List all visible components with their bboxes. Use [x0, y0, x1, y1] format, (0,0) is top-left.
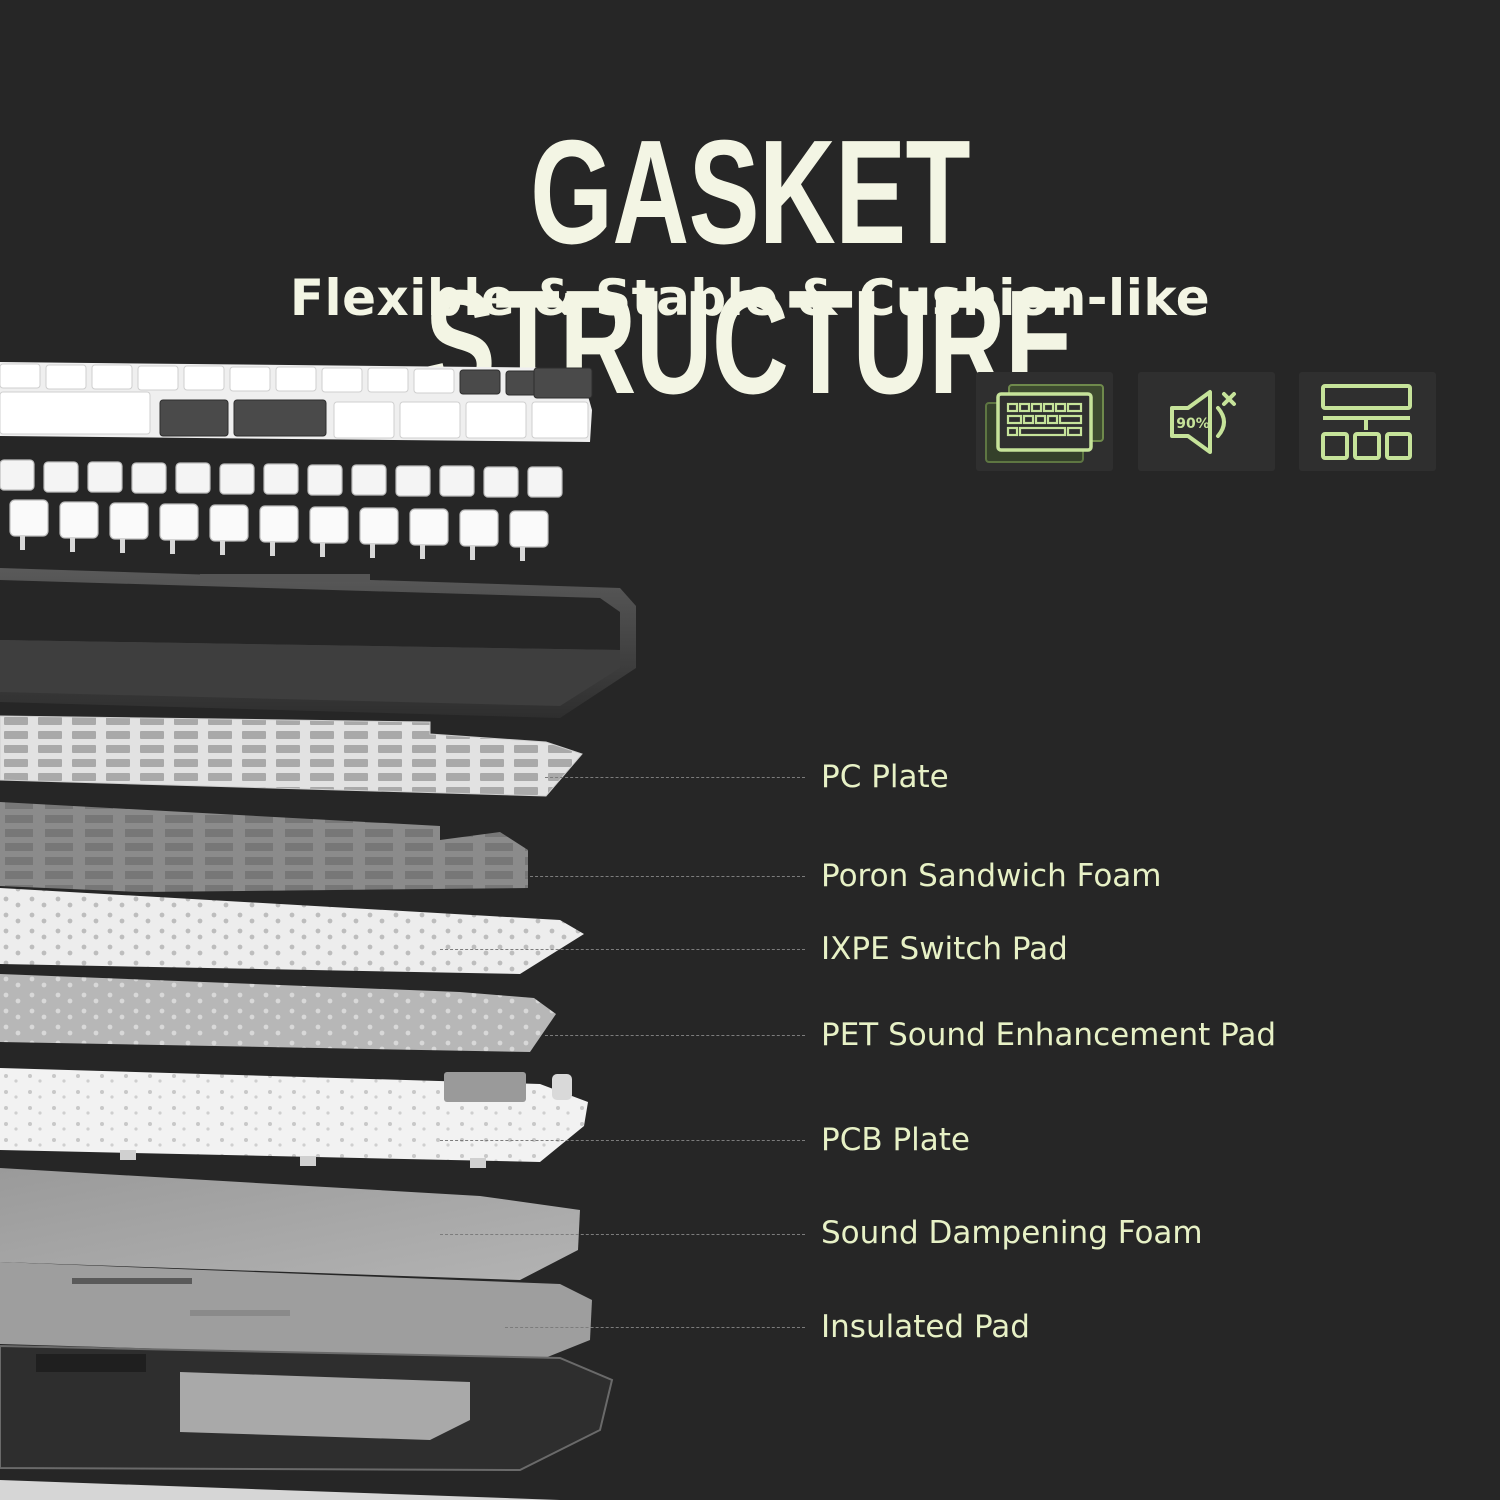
leader-line-pc-plate — [545, 777, 805, 778]
leader-line-pcb-plate — [440, 1140, 805, 1141]
layer-label-ixpe-pad: IXPE Switch Pad — [821, 931, 1068, 967]
speaker-percent-text: 90% — [1176, 416, 1210, 432]
pet-pad-layer — [0, 974, 556, 1052]
layer-structure-icon — [1321, 384, 1412, 460]
muted-speaker-90-icon: 90% — [1170, 390, 1236, 454]
layered-keyboard-icon — [985, 384, 1104, 463]
leader-line-insulated-pad — [505, 1327, 805, 1328]
switches-layer — [0, 459, 563, 561]
dampening-foam-layer — [0, 1168, 580, 1280]
exploded-keyboard-illustration — [0, 362, 636, 1500]
layer-label-dampening-foam: Sound Dampening Foam — [821, 1215, 1203, 1251]
pcb-plate-layer — [0, 1068, 588, 1168]
ixpe-pad-layer — [0, 888, 584, 974]
leader-line-ixpe-pad — [440, 949, 805, 950]
layer-label-poron-foam: Poron Sandwich Foam — [821, 858, 1162, 894]
keycaps-layer — [0, 362, 593, 442]
leader-line-pet-pad — [545, 1035, 805, 1036]
feature-tile-noise-reduction: 90% — [1138, 372, 1275, 471]
leader-line-dampening-foam — [440, 1234, 805, 1235]
top-case-layer — [0, 568, 636, 718]
layer-label-insulated-pad: Insulated Pad — [821, 1309, 1030, 1345]
layer-label-pcb-plate: PCB Plate — [821, 1122, 970, 1158]
feature-tile-layered-keyboard — [976, 372, 1113, 471]
leader-line-poron-foam — [525, 876, 805, 877]
insulated-pad-layer — [0, 1262, 592, 1360]
feature-tile-layer-structure — [1299, 372, 1436, 471]
pc-plate-layer — [0, 715, 583, 797]
bottom-case-layer — [0, 1344, 614, 1500]
layer-label-pet-pad: PET Sound Enhancement Pad — [821, 1017, 1277, 1053]
poron-foam-layer — [0, 802, 528, 892]
layer-label-pc-plate: PC Plate — [821, 759, 949, 795]
page-subtitle: Flexible & Stable & Cushion-like — [289, 269, 1211, 327]
